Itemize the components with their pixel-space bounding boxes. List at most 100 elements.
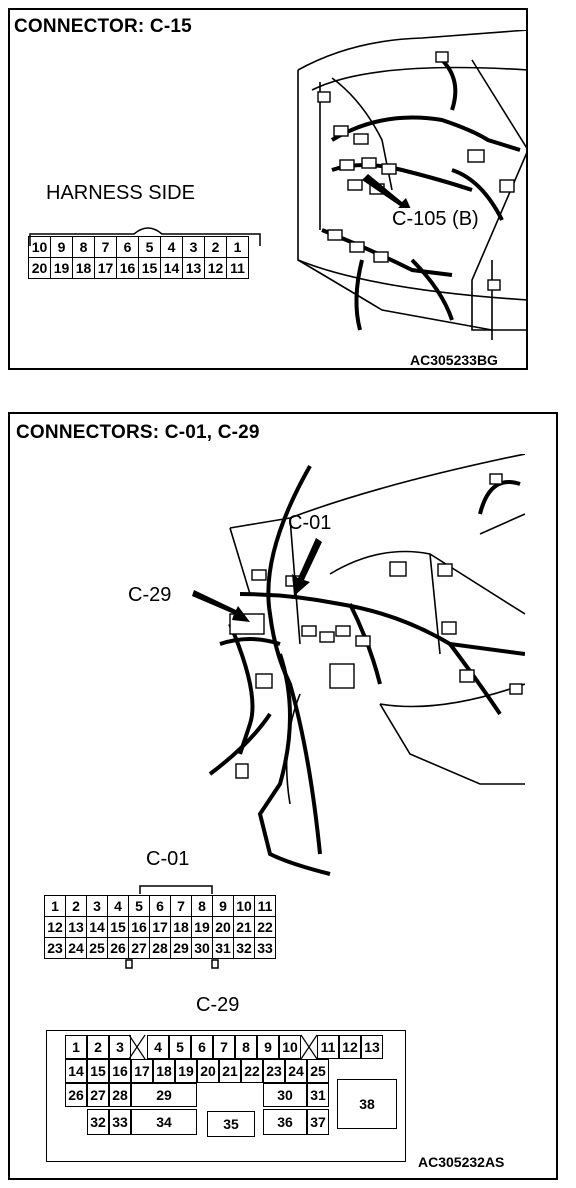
c29-pin: 16 <box>109 1059 131 1083</box>
c29-pin: 2 <box>87 1035 109 1059</box>
c29-pin: 19 <box>175 1059 197 1083</box>
pin-cell: 32 <box>233 937 255 959</box>
pin-cell: 20 <box>28 257 51 279</box>
c29-pin: 12 <box>339 1035 361 1059</box>
c29-pin: 35 <box>207 1111 255 1137</box>
c29-pin: 17 <box>131 1059 153 1083</box>
pin-cell: 22 <box>254 916 276 938</box>
pin-cell: 18 <box>72 257 95 279</box>
pin-cell: 27 <box>128 937 150 959</box>
callout-c01: C-01 <box>288 512 332 534</box>
c29-pin: 24 <box>285 1059 307 1083</box>
pin-cell: 16 <box>116 257 139 279</box>
c29-pin: 11 <box>317 1035 339 1059</box>
harness-side-label: HARNESS SIDE <box>46 182 195 204</box>
panel-title: CONNECTORS: C-01, C-29 <box>16 422 260 443</box>
pin-cell: 13 <box>182 257 205 279</box>
pin-cell: 15 <box>138 257 161 279</box>
c29-pin: 36 <box>263 1109 307 1135</box>
pin-cell: 5 <box>128 895 150 917</box>
c29-pin: 38 <box>337 1079 397 1129</box>
pin-cell: 19 <box>191 916 213 938</box>
pin-cell: 4 <box>107 895 129 917</box>
pin-cell: 28 <box>149 937 171 959</box>
connector-c01-tabs <box>125 885 219 969</box>
c29-pin: 33 <box>109 1109 131 1135</box>
c29-label: C-29 <box>196 994 240 1016</box>
pin-cell: 4 <box>160 236 183 258</box>
c29-pin: 29 <box>131 1083 197 1107</box>
pin-cell: 21 <box>233 916 255 938</box>
pin-cell: 6 <box>116 236 139 258</box>
c29-pin: 10 <box>279 1035 301 1059</box>
pin-cell: 5 <box>138 236 161 258</box>
pin-cell: 18 <box>170 916 192 938</box>
c29-pin: 4 <box>147 1035 169 1059</box>
pin-cell: 9 <box>212 895 234 917</box>
pin-cell: 26 <box>107 937 129 959</box>
c29-pin: 23 <box>263 1059 285 1083</box>
pin-cell: 7 <box>94 236 117 258</box>
pin-cell: 12 <box>44 916 66 938</box>
c29-pin: 18 <box>153 1059 175 1083</box>
c29-pin: 31 <box>307 1083 329 1107</box>
c29-pin: 21 <box>219 1059 241 1083</box>
c29-blank-markers <box>128 1034 318 1060</box>
c29-pin: 7 <box>213 1035 235 1059</box>
pin-cell: 24 <box>65 937 87 959</box>
pin-cell: 12 <box>204 257 227 279</box>
c29-pin: 1 <box>65 1035 87 1059</box>
pin-cell: 31 <box>212 937 234 959</box>
pin-cell: 13 <box>65 916 87 938</box>
c29-pin: 9 <box>257 1035 279 1059</box>
c29-pin: 37 <box>307 1109 329 1135</box>
callout-c29: C-29 <box>128 584 172 606</box>
pin-cell: 2 <box>204 236 227 258</box>
pin-cell: 1 <box>44 895 66 917</box>
c29-pin: 25 <box>307 1059 329 1083</box>
pin-cell: 1 <box>226 236 249 258</box>
figure-code: AC305232AS <box>418 1154 505 1170</box>
c29-pin: 28 <box>109 1083 131 1107</box>
dashboard-harness-illustration <box>297 30 528 340</box>
pin-cell: 10 <box>233 895 255 917</box>
c29-pin: 15 <box>87 1059 109 1083</box>
pin-cell: 29 <box>170 937 192 959</box>
pin-cell: 20 <box>212 916 234 938</box>
pin-cell: 8 <box>72 236 95 258</box>
pin-cell: 6 <box>149 895 171 917</box>
pin-cell: 7 <box>170 895 192 917</box>
connector-c15-outline <box>29 227 261 246</box>
c29-pin: 3 <box>109 1035 131 1059</box>
pin-cell: 11 <box>254 895 276 917</box>
c29-pin: 6 <box>191 1035 213 1059</box>
pin-cell: 9 <box>50 236 73 258</box>
pin-cell: 33 <box>254 937 276 959</box>
callout-arrows <box>192 538 322 622</box>
c29-pin: 30 <box>263 1083 307 1107</box>
pin-cell: 8 <box>191 895 213 917</box>
c29-pin: 27 <box>87 1083 109 1107</box>
c29-pin: 22 <box>241 1059 263 1083</box>
c29-pin: 8 <box>235 1035 257 1059</box>
pin-cell: 19 <box>50 257 73 279</box>
figure-code: AC305233BG <box>410 352 498 368</box>
c29-pin: 14 <box>65 1059 87 1083</box>
c29-pin: 34 <box>131 1109 197 1135</box>
pin-cell: 15 <box>107 916 129 938</box>
pin-cell: 2 <box>65 895 87 917</box>
c29-pin: 5 <box>169 1035 191 1059</box>
pin-cell: 16 <box>128 916 150 938</box>
c29-pin: 26 <box>65 1083 87 1107</box>
pin-cell: 30 <box>191 937 213 959</box>
pin-cell: 10 <box>28 236 51 258</box>
c29-pin: 13 <box>361 1035 383 1059</box>
c01-label: C-01 <box>146 848 190 870</box>
dashboard-harness-illustration <box>208 454 525 876</box>
pin-cell: 11 <box>226 257 249 279</box>
pin-cell: 14 <box>86 916 108 938</box>
